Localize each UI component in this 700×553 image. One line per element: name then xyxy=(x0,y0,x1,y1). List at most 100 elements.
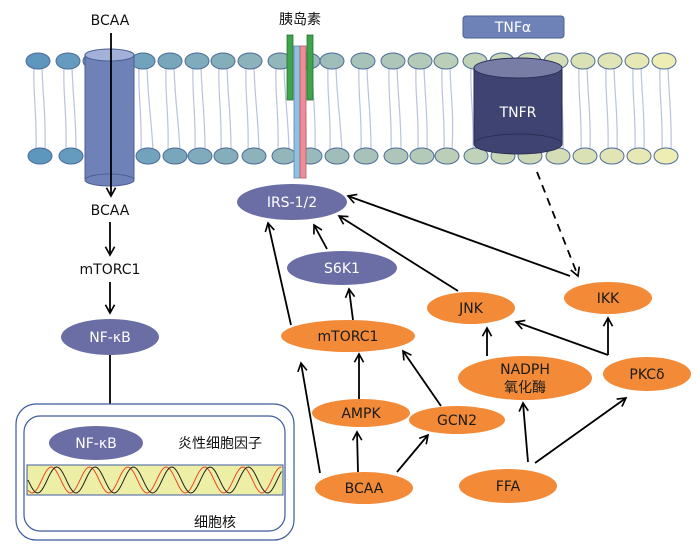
lipid-tail xyxy=(192,66,196,151)
lipid-tail xyxy=(441,66,445,151)
node-pkcd-shape xyxy=(603,357,691,391)
lipid-tail xyxy=(253,66,260,151)
node-ikk-label: IKK xyxy=(597,291,620,307)
node-ampk-label: AMPK xyxy=(341,406,381,422)
lipid-head-inner xyxy=(27,147,53,165)
lipid-head-outer xyxy=(184,52,210,70)
left-bcaa-label: BCAA xyxy=(91,203,130,219)
lipid-tail xyxy=(415,66,419,151)
lipid-head-outer xyxy=(237,52,263,70)
arrow-gcn2-to-mtorc1 xyxy=(402,349,442,407)
lipid-head-inner xyxy=(271,147,297,165)
dna-strand-red xyxy=(27,466,282,494)
node-mtorc1: mTORC1 xyxy=(281,320,415,352)
cytokines-label: 炎性细胞因子 xyxy=(178,436,262,452)
dna-band xyxy=(26,464,284,496)
node-s6k1: S6K1 xyxy=(287,251,397,285)
lipid-tail xyxy=(63,66,67,151)
lipid-head-inner xyxy=(187,147,213,165)
lipid-tail xyxy=(245,66,249,151)
lipid-head-outer xyxy=(597,52,623,70)
tnfa-ligand xyxy=(462,15,565,39)
lipid-head-outer xyxy=(25,52,51,70)
tnfr-receptor xyxy=(473,57,563,155)
lipid-head-inner xyxy=(383,147,409,165)
lipid-tail xyxy=(388,66,392,151)
lipid-tail xyxy=(226,66,232,151)
bcaa-channel-label: BCAA xyxy=(91,13,130,29)
lipid-head-inner xyxy=(653,147,679,165)
lipid-tail xyxy=(358,66,362,151)
node-gcn2-shape xyxy=(409,406,505,434)
lipid-tail xyxy=(173,66,181,151)
arrow-tnfr-to-ikk xyxy=(536,171,581,278)
lipid-head-inner xyxy=(434,147,460,165)
node-ffa-label: FFA xyxy=(496,479,521,495)
lipid-tail xyxy=(470,66,474,151)
lipid-tail xyxy=(640,66,645,151)
node-mtorc1-label: mTORC1 xyxy=(318,329,379,345)
lipid-head-outer xyxy=(570,52,596,70)
arrow-s6k1-to-irs xyxy=(313,223,328,250)
node-irs: IRS-1/2 xyxy=(237,184,347,220)
node-ampk: AMPK xyxy=(312,399,410,427)
insulin-label: 胰岛素 xyxy=(279,12,321,28)
lipid-tail xyxy=(41,66,46,151)
node-irs-shape xyxy=(237,184,347,220)
tnfr-label: TNFR xyxy=(499,105,537,121)
lipid-tail xyxy=(283,66,290,151)
node-ikk-shape xyxy=(564,282,652,314)
arrow-pkcd-to-jnk xyxy=(514,319,609,356)
lipid-head-outer xyxy=(407,52,433,70)
pathway-edges xyxy=(264,171,628,474)
dna-strand-black xyxy=(27,466,282,494)
node-nadph-shape xyxy=(458,356,592,400)
lipid-tail xyxy=(632,66,636,151)
insulin-receptor xyxy=(286,34,314,179)
node-jnk: JNK xyxy=(427,292,515,324)
lipid-tail xyxy=(613,66,618,151)
node-nadph-label2: 氧化酶 xyxy=(504,380,546,396)
lipid-head-inner xyxy=(162,147,188,165)
lipid-tail xyxy=(423,66,428,151)
node-jnk-shape xyxy=(427,292,515,324)
nucleus-label: 细胞核 xyxy=(194,515,236,531)
node-bcaa-shape xyxy=(315,472,413,504)
lipid-tail xyxy=(200,66,206,151)
lipid-tail xyxy=(275,66,279,151)
lipid-head-inner xyxy=(58,147,84,165)
lipid-head-outer xyxy=(380,52,406,70)
lipid-head-outer xyxy=(210,52,236,70)
lipid-tail xyxy=(218,66,222,151)
lipid-head-inner xyxy=(599,147,625,165)
lipid-tail xyxy=(659,66,663,151)
node-ffa-shape xyxy=(459,469,557,503)
node-nadph-label: NADPH xyxy=(500,362,550,378)
lipid-tail xyxy=(449,66,454,151)
node-mtorc1-shape xyxy=(281,320,415,352)
node-ikk: IKK xyxy=(564,282,652,314)
lipid-tail xyxy=(146,66,154,151)
arrow-ikk-to-irs xyxy=(346,193,571,277)
node-bcaa-label: BCAA xyxy=(345,481,384,497)
lipid-tail xyxy=(586,66,591,151)
node-s6k1-label: S6K1 xyxy=(324,261,360,277)
lipid-tail xyxy=(33,66,37,151)
node-gcn2: GCN2 xyxy=(409,406,505,434)
node-pkcd-label: PKCδ xyxy=(629,367,664,383)
lipid-head-inner xyxy=(572,147,598,165)
arrow-bcaa-to-mtorc1 xyxy=(297,361,321,474)
lipid-tail xyxy=(396,66,402,151)
lipid-tail xyxy=(667,66,672,151)
lipid-head-outer xyxy=(130,52,156,70)
lipid-head-inner xyxy=(626,147,652,165)
node-ffa: FFA xyxy=(459,469,557,503)
lipid-head-outer xyxy=(651,52,677,70)
lipid-head-inner xyxy=(213,147,239,165)
arrow-bcaa-to-ampk xyxy=(351,430,363,473)
lipid-tail xyxy=(138,66,142,151)
lipid-tail xyxy=(165,66,169,151)
tnfa-label: TNFα xyxy=(494,20,531,36)
node-ampk-shape xyxy=(312,399,410,427)
